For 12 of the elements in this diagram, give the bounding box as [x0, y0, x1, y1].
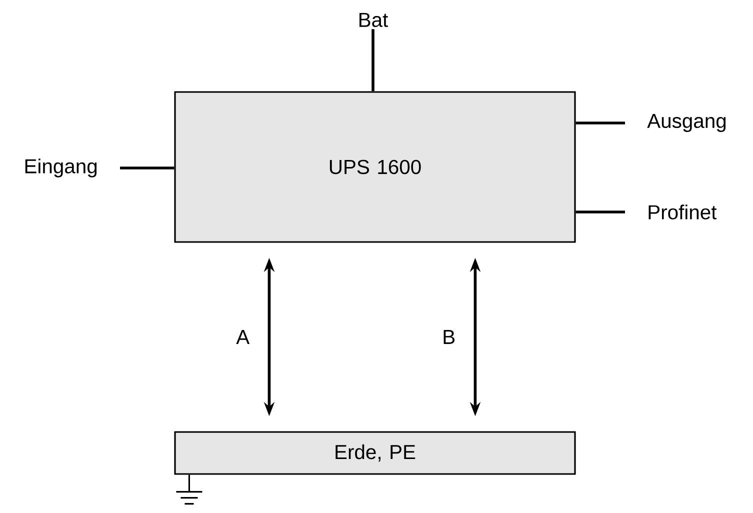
connection-line — [576, 122, 625, 124]
connection-line — [576, 210, 625, 214]
edge-label: A — [234, 328, 252, 346]
port-label: Ausgang — [647, 114, 726, 132]
connection-line — [372, 29, 374, 92]
component-box: Erde, PE — [174, 431, 576, 475]
connection-line — [120, 166, 174, 170]
edge-label: B — [440, 328, 458, 346]
port-label: Profinet — [648, 204, 717, 220]
port-label: Eingang — [25, 158, 97, 178]
component-box: UPS 1600 — [174, 91, 576, 243]
port-label: Bat — [360, 12, 388, 28]
